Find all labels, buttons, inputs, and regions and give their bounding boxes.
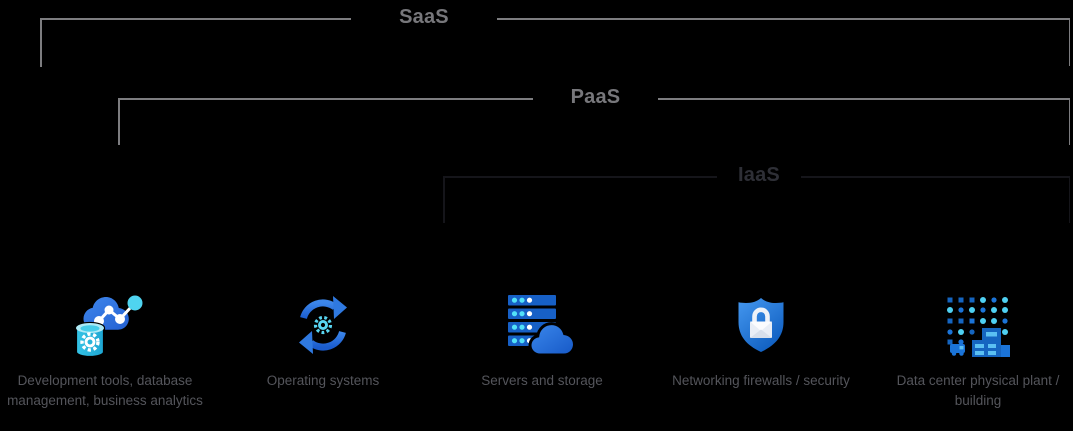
servers-storage-icon: [504, 281, 580, 369]
item-label: Servers and storage: [481, 373, 603, 388]
item-data-center: Data center physical plant / building: [880, 281, 1073, 411]
item-dev-tools: Development tools, database management, …: [7, 281, 203, 411]
paas-tick-left: [118, 98, 120, 145]
data-center-building-icon: [943, 281, 1013, 369]
item-servers-storage: Servers and storage: [444, 281, 640, 391]
item-label: Data center physical plant / building: [896, 373, 1060, 408]
iaas-line-left: [443, 176, 717, 178]
item-label: Development tools, database management, …: [7, 373, 203, 408]
saas-tick-right: [1068, 18, 1070, 66]
network-security-shield-icon: [734, 281, 788, 369]
iaas-tick-left: [443, 176, 445, 223]
saas-line-right: [497, 18, 1070, 20]
paas-label: PaaS: [570, 86, 621, 108]
saas-label: SaaS: [399, 6, 449, 28]
paas-tick-right: [1068, 98, 1070, 145]
iaas-label: IaaS: [738, 164, 780, 186]
paas-line-right: [658, 98, 1070, 100]
operating-systems-icon: [294, 281, 352, 369]
iaas-line-right: [801, 176, 1070, 178]
paas-line-left: [118, 98, 533, 100]
saas-tick-left: [40, 18, 42, 67]
iaas-tick-right: [1068, 176, 1070, 223]
truck-glyph: [950, 344, 965, 356]
item-label: Operating systems: [266, 373, 380, 388]
item-operating-systems: Operating systems: [225, 281, 421, 391]
item-network-security: Networking firewalls / security: [646, 281, 876, 391]
saas-line-left: [40, 18, 351, 20]
dev-tools-database-icon: [60, 281, 150, 369]
item-label: Networking firewalls / security: [672, 373, 850, 388]
